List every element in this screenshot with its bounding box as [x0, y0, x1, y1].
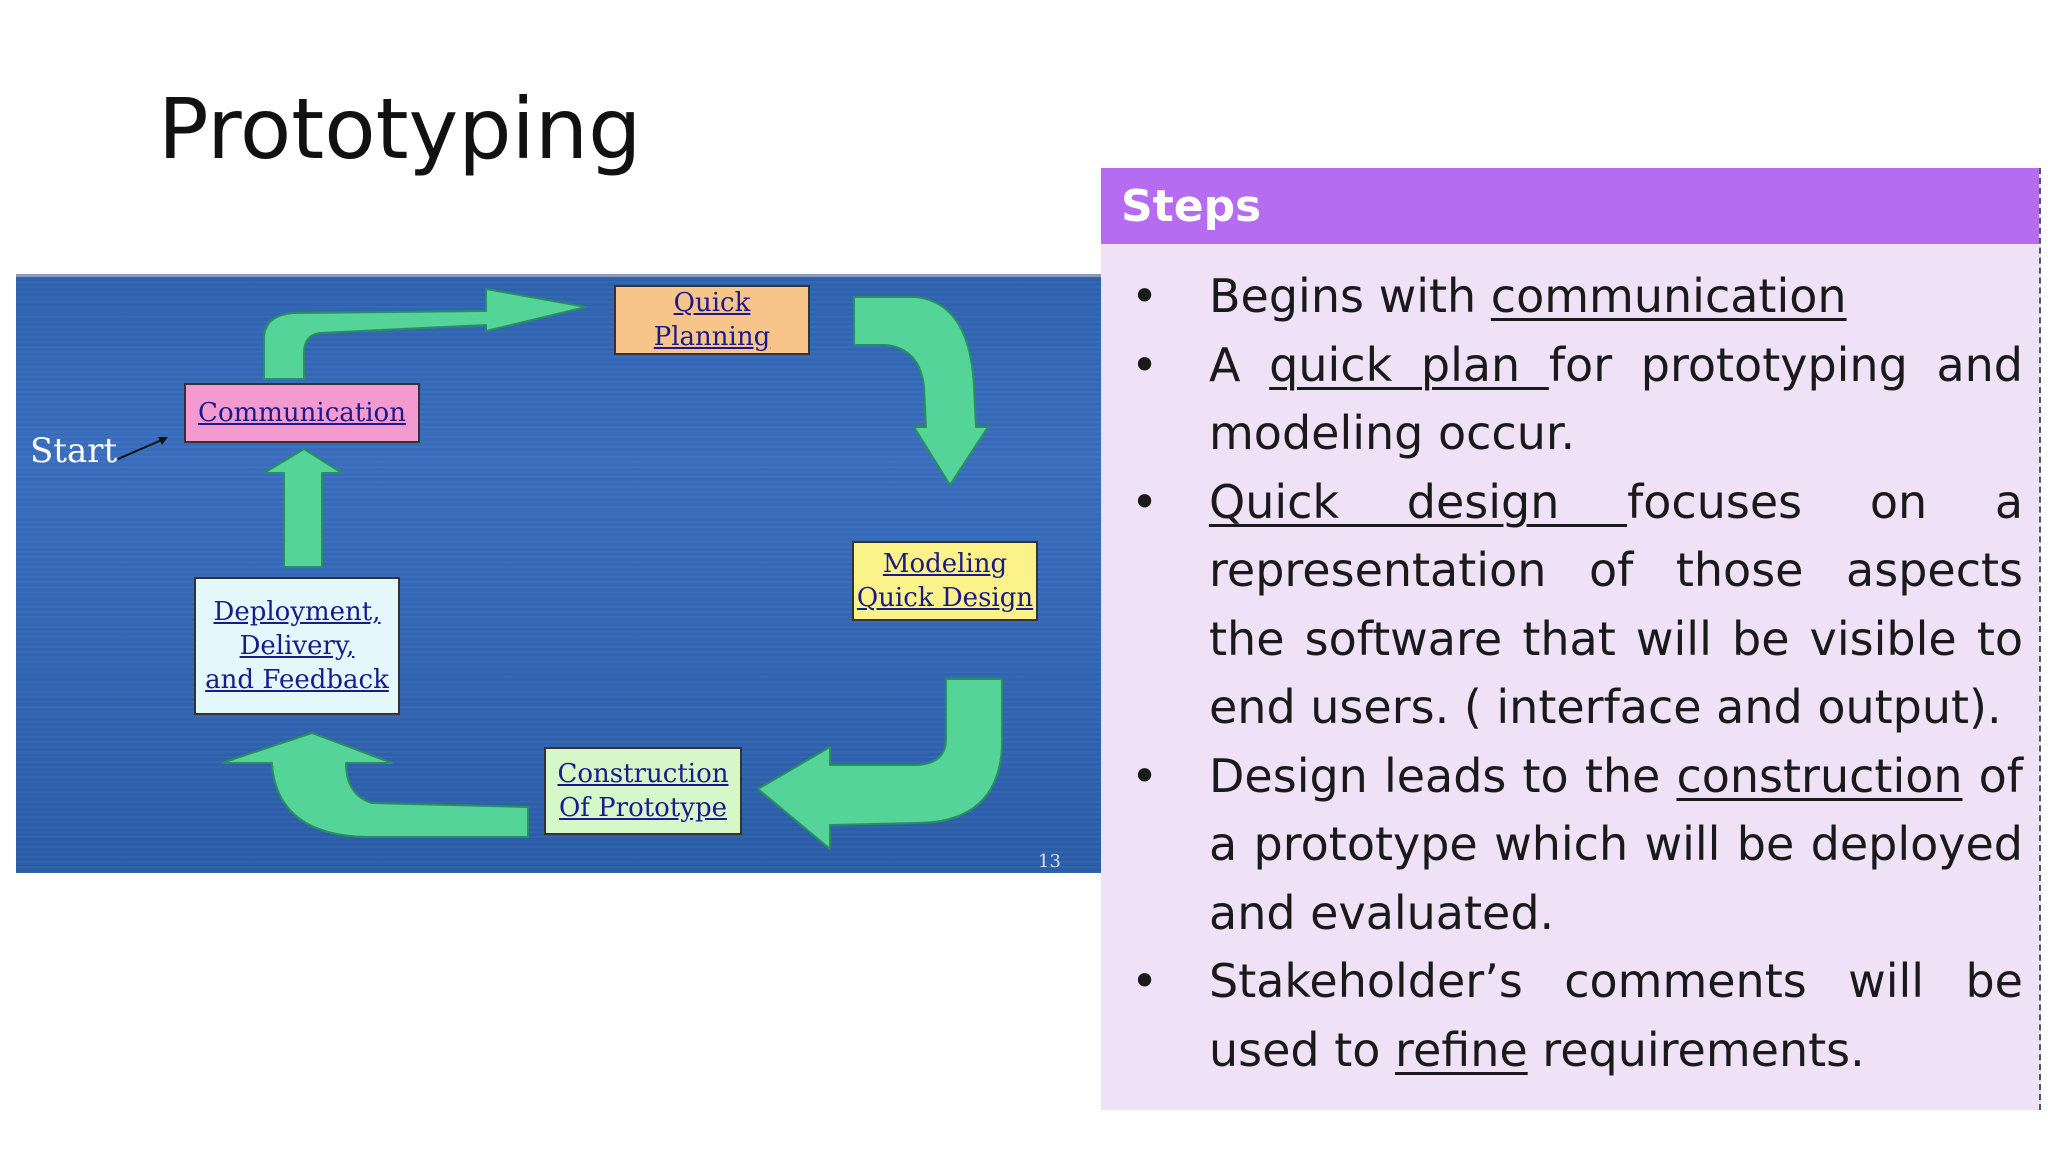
arrow-communication-to-planning [263, 288, 587, 380]
box-quick-planning: Quick Planning [614, 285, 810, 355]
box-construction-line-1: Construction [557, 759, 729, 789]
bullet-icon: • [1131, 474, 1159, 529]
step-item: • A quick plan for prototyping and modeli… [1121, 331, 2023, 468]
box-modeling: Modeling Quick Design [852, 541, 1038, 621]
box-construction: Construction Of Prototype [544, 747, 742, 835]
box-deployment-line-1: Deployment, [213, 597, 381, 627]
bullet-icon: • [1131, 954, 1159, 1008]
start-label: Start [30, 431, 118, 471]
start-pointer-line [117, 438, 165, 460]
cycle-arrows [117, 288, 1003, 850]
step-item: • Design leads to the construction of a p… [1121, 742, 2023, 948]
box-deployment-line-2: Delivery, [239, 631, 355, 661]
step-item: •Stakeholder’s comments will be used to … [1121, 947, 2023, 1084]
step-text: A [1209, 337, 1270, 392]
box-deployment: Deployment, Delivery, and Feedback [194, 577, 400, 715]
box-communication-line-1: Communication [198, 398, 406, 428]
step-item: • Begins with communication [1121, 262, 2023, 331]
step-underlined-term: Quick design [1209, 474, 1628, 529]
bullet-icon: • [1131, 748, 1159, 803]
step-text: Stakeholder’s comments will be used to [1209, 954, 2023, 1077]
arrow-construction-to-deployment [221, 732, 529, 838]
step-underlined-term: construction [1676, 748, 1963, 803]
page-title: Prototyping [158, 80, 642, 178]
step-item: • Quick design focuses on a representatio… [1121, 468, 2023, 742]
step-text: for prototyping and modeling occur. [1209, 337, 2023, 461]
diagram-page-number: 13 [1038, 851, 1061, 872]
bullet-icon: • [1131, 269, 1159, 323]
start-pointer-head [158, 437, 168, 445]
prototyping-cycle-diagram: Start Quick Planning Communication Model… [16, 274, 1102, 873]
arrow-deployment-to-communication [263, 448, 343, 568]
box-quick-planning-line-2: Planning [653, 322, 771, 352]
steps-list: •Begins with communication•A quick plan … [1101, 244, 2039, 1084]
box-deployment-line-3: and Feedback [205, 665, 389, 695]
steps-panel: Steps • Begins with communication • A quick… [1101, 168, 2041, 1110]
box-communication: Communication [184, 383, 420, 443]
box-construction-line-2: Of Prototype [558, 793, 728, 823]
step-underlined-term: quick plan [1269, 337, 1549, 392]
step-text: requirements. [1527, 1022, 1865, 1077]
bullet-icon: • [1131, 337, 1159, 392]
step-underlined-term: refine [1395, 1022, 1528, 1077]
step-underlined-term: communication [1490, 269, 1847, 323]
arrow-planning-to-modeling [853, 296, 989, 486]
box-modeling-line-2: Quick Design [856, 583, 1034, 613]
step-text: Design leads to the [1209, 748, 1677, 803]
box-modeling-line-1: Modeling [882, 549, 1008, 579]
step-text: Begins with [1209, 269, 1491, 323]
steps-header: Steps [1101, 168, 2039, 244]
step-text: focuses on a representation of those asp… [1209, 474, 2024, 735]
step-text: of a prototype which will be deployed an… [1209, 748, 2023, 940]
arrow-modeling-to-construction [757, 678, 1003, 850]
box-quick-planning-line-1: Quick [673, 288, 751, 318]
